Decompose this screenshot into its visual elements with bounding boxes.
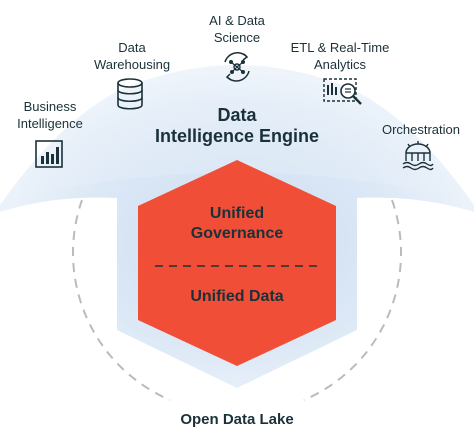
orchestration-icon	[402, 141, 434, 171]
workload-label-data-warehousing: Data Warehousing	[93, 40, 171, 72]
core-hexagon	[138, 160, 336, 366]
database-icon	[117, 78, 143, 110]
open-data-lake-ring	[72, 199, 171, 401]
workload-label-ai-data-science: AI & Data Science	[209, 13, 265, 45]
core-top-label: Unified Governance	[190, 205, 284, 242]
engine-glow-fade	[30, 105, 444, 195]
analytics-magnifier-icon	[323, 78, 362, 105]
workload-label-orchestration: Orchestration	[381, 122, 461, 137]
open-data-lake-label: Open Data Lake	[180, 411, 294, 428]
workload-label-etl-realtime-analytics: ETL & Real-Time Analytics	[290, 40, 390, 72]
engine-title: Data Intelligence Engine	[154, 105, 320, 146]
network-cycle-icon	[224, 52, 250, 82]
core-bottom-label: Unified Data	[190, 288, 284, 305]
bar-chart-icon	[35, 140, 63, 168]
open-data-lake-ring-right	[303, 199, 402, 401]
workload-label-business-intelligence: Business Intelligence	[17, 99, 83, 131]
